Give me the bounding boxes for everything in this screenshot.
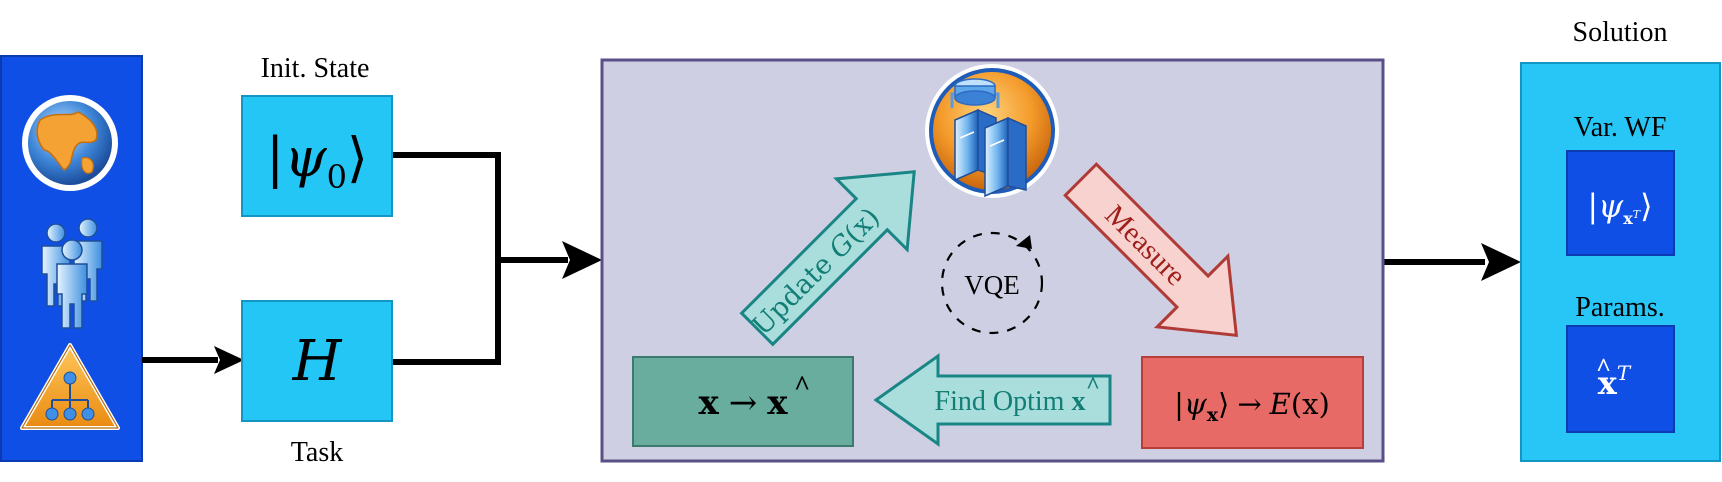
arrowheads — [214, 241, 1521, 374]
parameter-update-box — [632, 356, 854, 447]
users-icon — [41, 218, 103, 329]
hamiltonian-box — [241, 300, 393, 422]
params-result-formula: xT — [1598, 361, 1632, 402]
var-wf-label: Var. WF — [1574, 112, 1667, 143]
connector-lines — [142, 152, 1485, 365]
hierarchy-icon — [20, 343, 120, 430]
server-icon — [925, 64, 1059, 198]
energy-formula: |ψx⟩→E(x) — [1174, 387, 1330, 426]
vqe-loop: VQE — [940, 231, 1044, 335]
vqe-label: VQE — [964, 270, 1020, 300]
params-result-hat: ^ — [1596, 353, 1611, 382]
params-label: Params. — [1575, 292, 1664, 323]
wavefunction-result-box — [1566, 150, 1675, 256]
task-label: Task — [291, 437, 343, 468]
initial-state-box — [241, 95, 393, 217]
wavefunction-result-formula: |ψxT⟩ — [1587, 187, 1652, 228]
initial-state-formula: |ψ0⟩ — [266, 126, 368, 196]
globe-icon — [22, 95, 118, 191]
init-state-label: Init. State — [261, 53, 370, 84]
parameter-update-formula: x→x — [698, 383, 788, 423]
params-result-box — [1566, 325, 1675, 433]
find-optim-label: Find Optim x — [935, 386, 1086, 417]
solution-label: Solution — [1573, 17, 1668, 48]
energy-box — [1141, 356, 1364, 449]
find-optim-hat: ^ — [1086, 373, 1100, 399]
find-optim-arrow: Find Optim x ^ — [873, 353, 1112, 447]
parameter-update-hat: ^ — [794, 371, 810, 402]
hamiltonian-symbol: H — [292, 329, 343, 394]
